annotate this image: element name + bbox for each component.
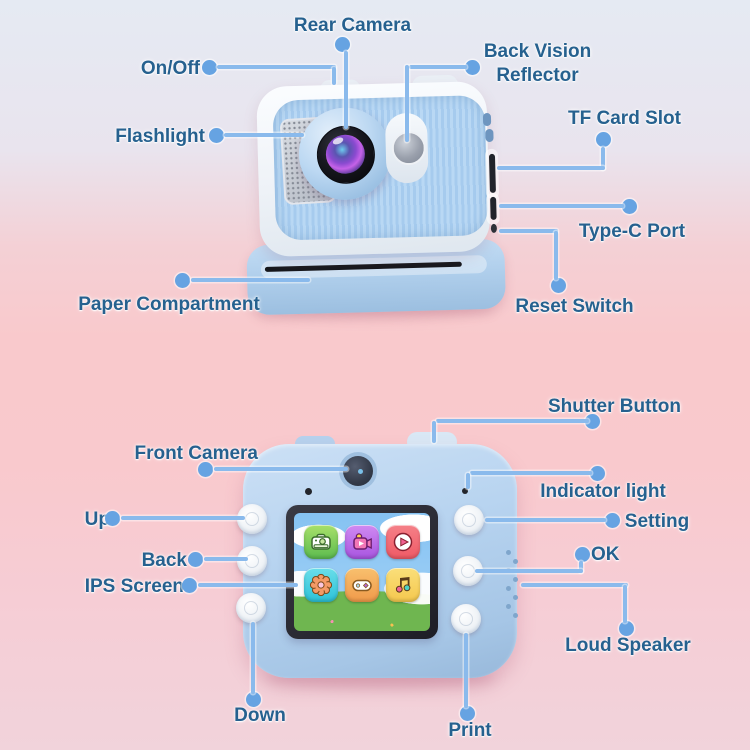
label-back-vision-line2: Reflector [496,65,579,86]
callout-dot-up [105,511,120,526]
callout-line-flashlight [224,133,304,137]
tf-card-slot-part [488,153,496,193]
label-on-off: On/Off [140,58,200,79]
instant-camera-front-view [242,73,506,320]
microphone-hole [305,488,312,495]
app-icon-grid [294,513,430,631]
label-setting: Setting [624,511,690,532]
callout-line-reset-v [554,231,558,280]
label-back-vision-reflector: Back Vision Reflector [455,40,620,88]
callout-line-setting [485,518,606,522]
callout-line-on-off-h [217,65,336,69]
type-c-port-part [490,196,497,220]
callout-line-ok-v [579,561,583,573]
label-reset-switch: Reset Switch [515,296,634,317]
label-front-camera: Front Camera [134,443,258,464]
indicator-light-part [462,488,468,494]
label-indicator-light: Indicator light [540,481,666,502]
side-vent [482,112,492,127]
callout-dot-back-vision [465,60,480,75]
callout-dot-indicator [590,466,605,481]
callout-line-back-vision-h [409,65,467,69]
flower-app-icon [304,568,338,602]
label-up: Up [84,509,110,530]
callout-line-type-c [499,204,624,208]
callout-line-back [204,557,248,561]
callout-dot-shutter [585,414,600,429]
callout-line-on-off-v [332,67,336,85]
callout-dot-setting [605,513,620,528]
callout-dot-rear-camera [335,37,350,52]
games-app-icon [345,568,379,602]
label-shutter-button: Shutter Button [548,396,681,417]
print-button-part [451,604,481,634]
callout-dot-down [246,692,261,707]
callout-dot-paper [175,273,190,288]
callout-line-print [464,633,468,708]
callout-dot-tf-card-slot [596,132,611,147]
callout-line-tf-v [601,147,605,170]
callout-dot-front-camera [198,462,213,477]
video-playback-app-icon [386,525,420,559]
callout-dot-ok [575,547,590,562]
callout-line-down [251,622,255,694]
label-tf-card-slot: TF Card Slot [568,108,681,129]
ips-screen-part [294,513,430,631]
callout-line-tf-h [497,166,605,170]
callout-dot-back [188,552,203,567]
front-camera-glint [358,469,363,474]
callout-line-indicator-v [466,473,470,489]
label-type-c-port: Type-C Port [578,221,686,242]
instant-camera-back-view [236,428,520,684]
callout-dot-flashlight [209,128,224,143]
label-paper-compartment: Paper Compartment [78,294,260,315]
down-button-part [236,593,266,623]
callout-line-back-vision-v [405,65,409,142]
callout-line-ips [198,583,298,587]
callout-line-up [121,516,245,520]
camera-app-icon [304,525,338,559]
side-vent [485,128,494,143]
label-loud-speaker: Loud Speaker [565,635,691,656]
callout-line-speaker-h [521,583,628,587]
label-ips-screen: IPS Screen [84,576,184,597]
callout-line-ok-h [475,569,583,573]
callout-line-speaker-v [623,585,627,623]
label-back-vision-line1: Back Vision [483,41,592,62]
callout-dot-on-off [202,60,217,75]
callout-line-rear-camera [344,51,348,129]
music-app-icon [386,568,420,602]
callout-dot-type-c [622,199,637,214]
label-flashlight: Flashlight [115,126,205,147]
ips-screen-bezel [286,505,438,639]
callout-line-paper [191,278,310,282]
callout-dot-speaker [619,621,634,636]
callout-dot-print [460,706,475,721]
callout-dot-reset [551,278,566,293]
label-print: Print [448,720,492,741]
callout-line-shutter-v [432,421,436,443]
loud-speaker-part [506,550,511,555]
back-button-part [237,546,267,576]
video-recorder-app-icon [345,525,379,559]
reset-switch-part [490,223,498,233]
callout-line-reset-h [499,229,558,233]
label-rear-camera: Rear Camera [293,15,412,36]
label-down: Down [234,705,286,726]
setting-button-part [454,505,484,535]
callout-line-front-camera [214,467,348,471]
callout-dot-ips [182,578,197,593]
label-back: Back [141,550,187,571]
callout-line-shutter-h [436,419,589,423]
callout-line-indicator-h [470,471,592,475]
label-ok: OK [591,544,620,565]
